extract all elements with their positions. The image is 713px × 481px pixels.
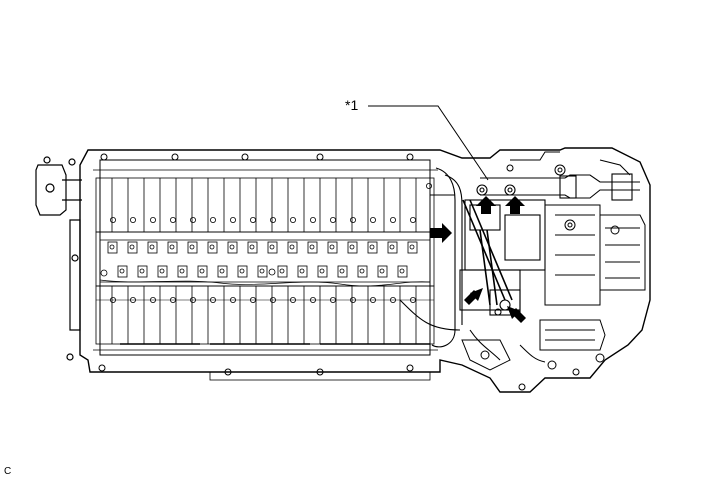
left-mount-flange	[35, 156, 82, 361]
callout-leader-line	[368, 105, 489, 181]
module-row-lower	[95, 285, 435, 381]
module-row-upper	[95, 177, 435, 233]
busbar-strip	[95, 231, 435, 287]
battery-housing	[79, 147, 651, 393]
callout-1: *1	[345, 97, 489, 181]
arrow-bracket-left	[430, 223, 452, 243]
callout-label: *1	[345, 97, 358, 113]
arrow-bolt-top-a	[476, 196, 496, 214]
right-side-components	[461, 151, 646, 371]
removal-arrows	[430, 196, 526, 323]
arrow-lower-left	[464, 288, 483, 305]
arrow-bolt-top-b	[505, 196, 525, 214]
arrow-lower-right	[507, 306, 526, 323]
figure-code: C	[4, 466, 11, 477]
